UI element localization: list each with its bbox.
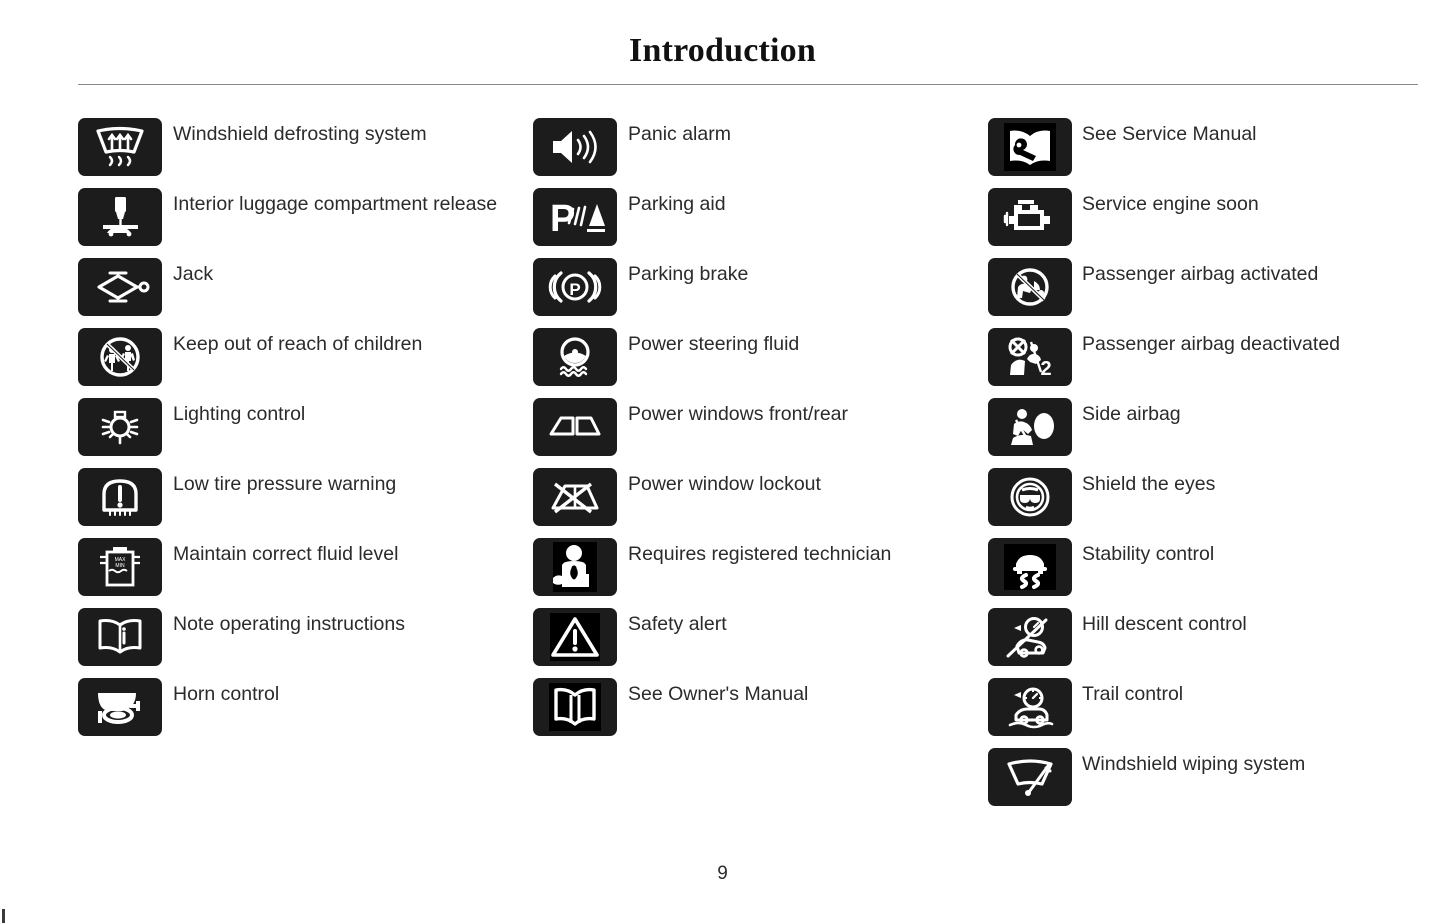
parking-brake-icon: P xyxy=(533,258,617,316)
symbol-row: See Service Manual xyxy=(988,118,1423,188)
passenger-airbag-deactivated-icon: 2 xyxy=(988,328,1072,386)
symbol-label: Requires registered technician xyxy=(628,543,892,565)
symbol-label: Power window lockout xyxy=(628,473,821,495)
symbol-row: Passenger airbag activated xyxy=(988,258,1423,328)
symbol-label: Side airbag xyxy=(1082,403,1181,425)
svg-text:P: P xyxy=(569,280,580,299)
symbol-label: Hill descent control xyxy=(1082,613,1247,635)
svg-text:MIN: MIN xyxy=(115,563,125,569)
symbol-row: Panic alarm xyxy=(533,118,988,188)
svg-text:P: P xyxy=(550,198,575,240)
symbol-label: Keep out of reach of children xyxy=(173,333,423,355)
symbol-label: Note operating instructions xyxy=(173,613,405,635)
symbol-label: Stability control xyxy=(1082,543,1215,565)
keep-out-of-reach-of-children-icon xyxy=(78,328,162,386)
symbol-label: Low tire pressure warning xyxy=(173,473,397,495)
symbol-row: Horn control xyxy=(78,678,533,748)
horn-control-icon xyxy=(78,678,162,736)
passenger-airbag-activated-icon xyxy=(988,258,1072,316)
see-service-manual-icon xyxy=(988,118,1072,176)
symbol-row: Trail control xyxy=(988,678,1423,748)
symbol-label: Interior luggage compartment release xyxy=(173,193,498,215)
symbol-row: Service engine soon xyxy=(988,188,1423,258)
note-operating-instructions-icon xyxy=(78,608,162,666)
low-tire-pressure-warning-icon xyxy=(78,468,162,526)
parking-aid-icon: P xyxy=(533,188,617,246)
see-owners-manual-icon xyxy=(533,678,617,736)
symbol-row: See Owner's Manual xyxy=(533,678,988,748)
power-steering-fluid-icon xyxy=(533,328,617,386)
symbol-columns: Windshield defrosting system Interior lu… xyxy=(78,118,1423,818)
symbol-row: MAX MIN Maintain correct fluid level xyxy=(78,538,533,608)
symbol-row: Stability control xyxy=(988,538,1423,608)
safety-alert-icon xyxy=(533,608,617,666)
page-title: Introduction xyxy=(629,32,816,69)
symbol-label: Horn control xyxy=(173,683,280,705)
svg-text:2: 2 xyxy=(1040,358,1051,380)
page-edge-mark xyxy=(2,909,5,923)
symbol-row: Power window lockout xyxy=(533,468,988,538)
interior-luggage-compartment-release-icon xyxy=(78,188,162,246)
column-2: Panic alarm P Parking aid xyxy=(533,118,988,748)
symbol-row: Power windows front/rear xyxy=(533,398,988,468)
windshield-defrost-icon xyxy=(78,118,162,176)
symbol-label: Passenger airbag activated xyxy=(1082,263,1319,285)
symbol-label: Lighting control xyxy=(173,403,306,425)
symbol-row: P Parking brake xyxy=(533,258,988,328)
symbol-label: Shield the eyes xyxy=(1082,473,1216,495)
symbol-row: Hill descent control xyxy=(988,608,1423,678)
symbol-row: Interior luggage compartment release xyxy=(78,188,533,258)
symbol-label: Maintain correct fluid level xyxy=(173,543,399,565)
symbol-row: Lighting control xyxy=(78,398,533,468)
symbol-label: Service engine soon xyxy=(1082,193,1259,215)
symbol-row: 2 Passenger airbag deactivated xyxy=(988,328,1423,398)
symbol-row: Jack xyxy=(78,258,533,328)
symbol-label: Power steering fluid xyxy=(628,333,800,355)
symbol-label: Parking aid xyxy=(628,193,726,215)
requires-registered-technician-icon xyxy=(533,538,617,596)
symbol-row: Note operating instructions xyxy=(78,608,533,678)
symbol-label: Passenger airbag deactivated xyxy=(1082,333,1341,355)
symbol-label: Windshield defrosting system xyxy=(173,123,427,145)
symbol-row: P Parking aid xyxy=(533,188,988,258)
svg-text:MAX: MAX xyxy=(115,557,127,563)
symbol-label: Panic alarm xyxy=(628,123,731,145)
windshield-wiping-system-icon xyxy=(988,748,1072,806)
symbol-label: Trail control xyxy=(1082,683,1184,705)
title-divider xyxy=(78,84,1418,85)
side-airbag-icon xyxy=(988,398,1072,456)
symbol-row: Windshield wiping system xyxy=(988,748,1423,818)
symbol-label: Safety alert xyxy=(628,613,727,635)
stability-control-icon xyxy=(988,538,1072,596)
symbol-row: Safety alert xyxy=(533,608,988,678)
symbol-row: Power steering fluid xyxy=(533,328,988,398)
service-engine-soon-icon xyxy=(988,188,1072,246)
power-window-lockout-icon xyxy=(533,468,617,526)
lighting-control-icon xyxy=(78,398,162,456)
column-3: See Service Manual Service engine soon xyxy=(988,118,1423,818)
hill-descent-control-icon xyxy=(988,608,1072,666)
trail-control-icon xyxy=(988,678,1072,736)
symbol-label: Jack xyxy=(173,263,214,285)
page-number: 9 xyxy=(717,863,728,884)
jack-icon xyxy=(78,258,162,316)
symbol-row: Requires registered technician xyxy=(533,538,988,608)
symbol-row: Shield the eyes xyxy=(988,468,1423,538)
symbol-row: Windshield defrosting system xyxy=(78,118,533,188)
symbol-row: Keep out of reach of children xyxy=(78,328,533,398)
symbol-row: Low tire pressure warning xyxy=(78,468,533,538)
panic-alarm-icon xyxy=(533,118,617,176)
symbol-label: Windshield wiping system xyxy=(1082,753,1306,775)
symbol-label: Parking brake xyxy=(628,263,749,285)
symbol-label: See Service Manual xyxy=(1082,123,1257,145)
symbol-label: See Owner's Manual xyxy=(628,683,809,705)
symbol-row: Side airbag xyxy=(988,398,1423,468)
shield-the-eyes-icon xyxy=(988,468,1072,526)
maintain-correct-fluid-level-icon: MAX MIN xyxy=(78,538,162,596)
power-windows-front-rear-icon xyxy=(533,398,617,456)
column-1: Windshield defrosting system Interior lu… xyxy=(78,118,533,748)
symbol-label: Power windows front/rear xyxy=(628,403,849,425)
